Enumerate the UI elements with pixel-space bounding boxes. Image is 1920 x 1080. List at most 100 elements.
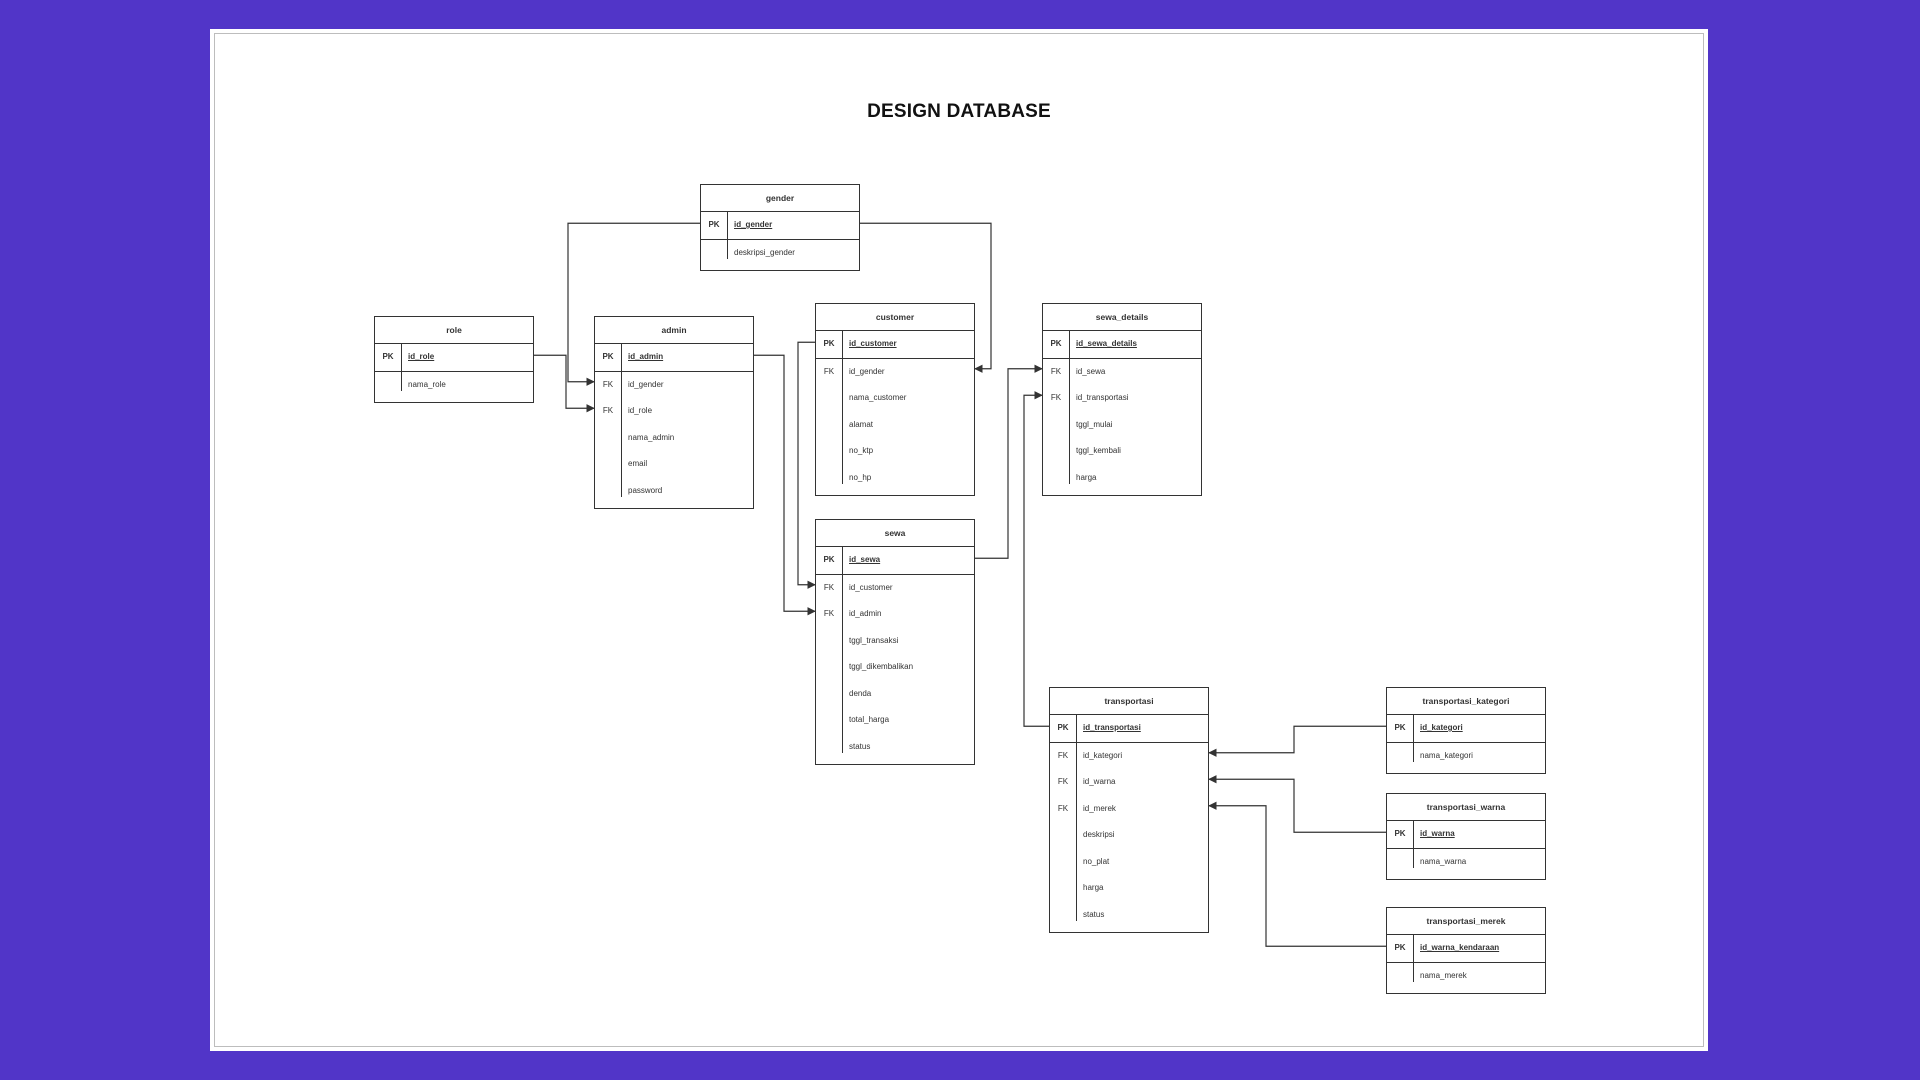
key-label: FK <box>823 366 835 376</box>
key-label: PK <box>1394 829 1406 838</box>
key-label: PK <box>382 352 394 361</box>
field-row: no_hp <box>816 465 974 492</box>
key-label: PK <box>1394 723 1406 732</box>
relation-line-5 <box>797 341 816 589</box>
key-label <box>816 412 842 439</box>
field-row: harga <box>1043 465 1201 492</box>
field-name: alamat <box>849 419 874 429</box>
field-row: tggl_transaksi <box>816 628 974 655</box>
field-name: total_harga <box>849 715 890 724</box>
field-name: id_admin <box>849 609 882 618</box>
entity-title: sewa_details <box>1043 304 1201 331</box>
key-label: PK <box>1057 723 1069 732</box>
entity-fields: deskripsi_gender <box>701 239 859 267</box>
field-name: id_kategori <box>1420 723 1463 732</box>
relation-line-4 <box>754 354 816 616</box>
field-name: status <box>1083 909 1105 919</box>
field-name: email <box>628 459 648 468</box>
field-row: harga <box>1050 875 1208 902</box>
field-name: tggl_dikembalikan <box>849 662 914 671</box>
entity-fields: nama_warna <box>1387 848 1545 876</box>
key-label: FK <box>1057 777 1069 786</box>
key-label <box>1387 849 1413 876</box>
field-row: nama_kategori <box>1387 743 1545 770</box>
key-label <box>1043 465 1069 492</box>
field-row: no_plat <box>1050 849 1208 876</box>
key-label <box>816 681 842 708</box>
field-row: nama_admin <box>595 425 753 452</box>
key-label: PK <box>1050 339 1062 348</box>
field-row: PK id_role <box>375 344 533 372</box>
field-name: id_role <box>408 352 435 361</box>
field-name: nama_kategori <box>1420 750 1473 760</box>
key-label <box>595 478 621 505</box>
entity-title: role <box>375 317 533 344</box>
field-row: FK id_warna <box>1050 769 1208 796</box>
relation-line-2 <box>860 222 992 373</box>
field-row: email <box>595 451 753 478</box>
field-name: id_customer <box>849 339 897 348</box>
field-name: tggl_mulai <box>1076 419 1113 429</box>
field-name: id_warna_kendaraan <box>1420 943 1500 952</box>
relation-line-9 <box>1208 775 1386 833</box>
field-name: deskripsi_gender <box>734 247 795 257</box>
key-label <box>816 734 842 761</box>
key-label: FK <box>1050 393 1062 402</box>
entity-title: transportasi_warna <box>1387 794 1545 821</box>
key-label <box>1387 743 1413 770</box>
field-row: tggl_dikembalikan <box>816 654 974 681</box>
field-row: password <box>595 478 753 505</box>
field-name: no_hp <box>849 472 872 482</box>
field-name: tggl_kembali <box>1076 446 1121 455</box>
entity-title: transportasi_kategori <box>1387 688 1545 715</box>
field-name: harga <box>1076 472 1097 482</box>
field-row: tggl_kembali <box>1043 438 1201 465</box>
relation-line-10 <box>1208 801 1386 947</box>
relation-lines <box>534 222 1386 947</box>
field-row: status <box>816 734 974 761</box>
field-name: id_transportasi <box>1083 723 1141 732</box>
field-name: nama_admin <box>628 432 675 442</box>
key-label <box>816 385 842 412</box>
relation-line-1 <box>567 222 700 386</box>
field-name: id_merek <box>1083 803 1116 813</box>
key-label <box>1050 875 1076 902</box>
key-label <box>1050 902 1076 929</box>
entity-title: transportasi_merek <box>1387 908 1545 935</box>
key-label <box>595 451 621 478</box>
field-row: alamat <box>816 412 974 439</box>
key-label <box>816 628 842 655</box>
field-row: total_harga <box>816 707 974 734</box>
key-label: FK <box>823 582 835 592</box>
field-row: denda <box>816 681 974 708</box>
key-label <box>1043 438 1069 465</box>
field-name: id_warna <box>1420 829 1455 838</box>
key-label: FK <box>602 379 614 389</box>
relation-line-8 <box>1208 725 1386 757</box>
field-name: id_admin <box>628 352 664 361</box>
key-label: FK <box>1057 803 1069 813</box>
field-name: nama_role <box>408 379 446 389</box>
field-name: id_warna <box>1083 777 1116 786</box>
key-label <box>701 240 727 267</box>
field-row: PK id_transportasi <box>1050 715 1208 743</box>
